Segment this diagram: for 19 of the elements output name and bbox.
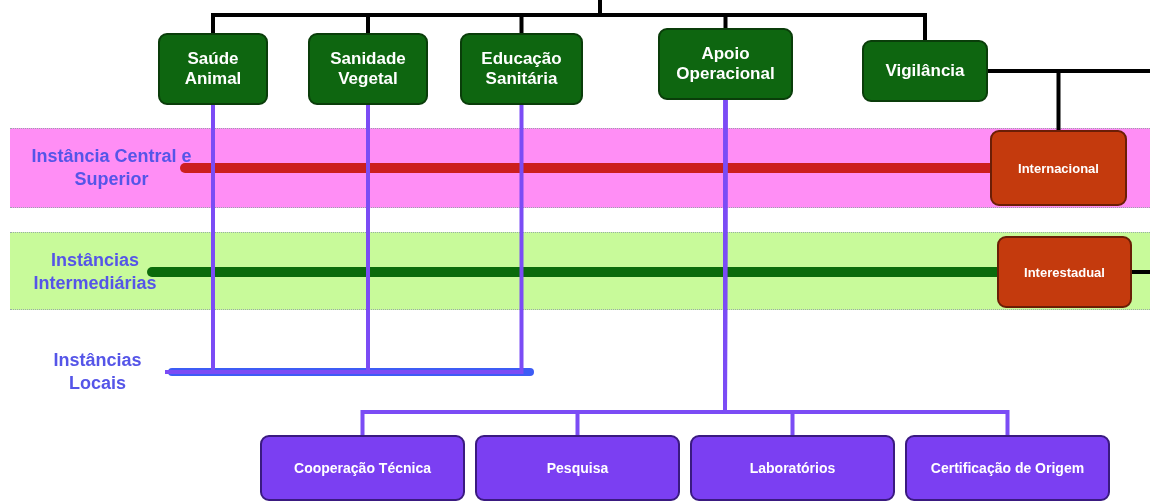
process-box: Certificação de Origem bbox=[905, 435, 1110, 501]
process-box: Apoio Operacional bbox=[658, 28, 793, 100]
connector-line bbox=[1132, 270, 1150, 274]
connector-line bbox=[598, 0, 927, 40]
process-box: Cooperação Técnica bbox=[260, 435, 465, 501]
process-box: Vigilância bbox=[862, 40, 988, 102]
level-label: Instâncias Intermediárias bbox=[8, 244, 182, 300]
process-box: Laboratórios bbox=[690, 435, 895, 501]
process-box: Educação Sanitária bbox=[460, 33, 583, 105]
process-box: Pesquisa bbox=[475, 435, 680, 501]
level-label: Instâncias Locais bbox=[30, 340, 165, 404]
connector-line bbox=[165, 105, 524, 374]
process-box: Internacional bbox=[990, 130, 1127, 206]
process-box: Interestadual bbox=[997, 236, 1132, 308]
process-box: Sanidade Vegetal bbox=[308, 33, 428, 105]
process-box: Saúde Animal bbox=[158, 33, 268, 105]
connector-line bbox=[988, 69, 1061, 130]
connector-line bbox=[723, 100, 1010, 435]
level-label: Instância Central e Superior bbox=[8, 140, 215, 196]
